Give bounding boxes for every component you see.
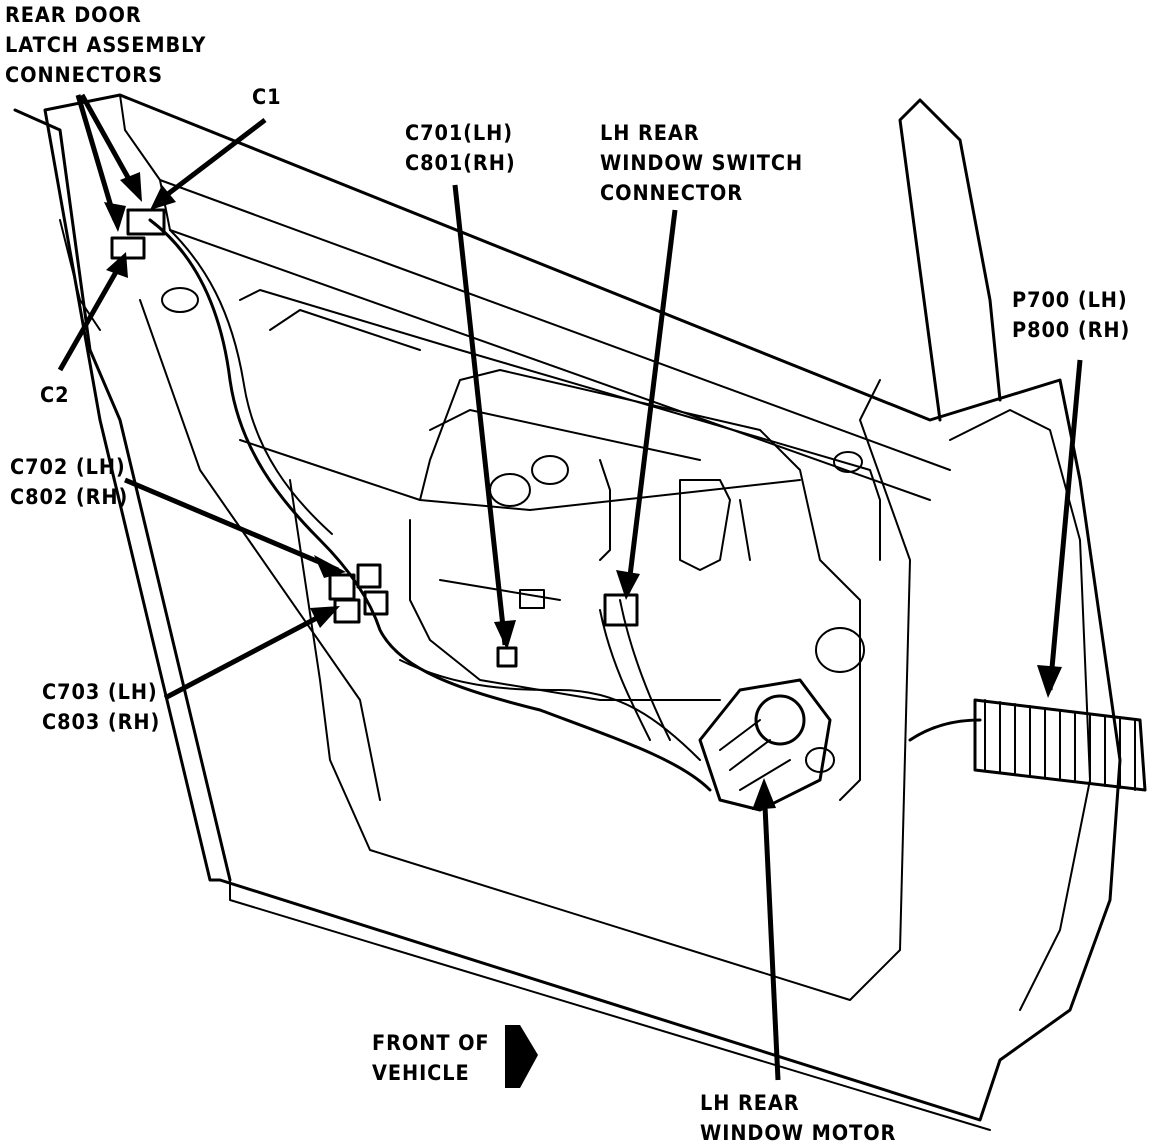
connector-blocks: [110, 208, 639, 668]
label-c1: C1: [252, 82, 281, 112]
label-p700-line-2: P800 (RH): [1012, 318, 1131, 342]
arrow-c2: [57, 263, 123, 372]
label-latch-line-3: CONNECTORS: [5, 63, 163, 87]
label-front-line-1: FRONT OF: [372, 1031, 490, 1055]
label-c703-line-1: C703 (LH): [42, 680, 158, 704]
arrow-p700: [1047, 359, 1083, 691]
label-latch-line-1: REAR DOOR: [5, 3, 142, 27]
label-front-line-2: VEHICLE: [372, 1061, 470, 1085]
wire-harness: [148, 218, 982, 792]
label-switch-line-2: WINDOW SWITCH: [600, 151, 804, 175]
label-p700-line-1: P700 (LH): [1012, 288, 1128, 312]
label-c701-line-2: C801(RH): [405, 151, 516, 175]
label-c702-line-1: C702 (LH): [10, 455, 126, 479]
label-c703: C703 (LH) C803 (RH): [42, 677, 160, 737]
arrow-c1: [158, 118, 267, 202]
label-c702: C702 (LH) C802 (RH): [10, 452, 128, 512]
arrow-c703: [163, 607, 334, 701]
label-c1-text: C1: [252, 85, 282, 109]
label-c2: C2: [40, 380, 69, 410]
label-c701-line-1: C701(LH): [405, 121, 514, 145]
label-latch-line-2: LATCH ASSEMBLY: [5, 33, 207, 57]
arrow-c702: [124, 477, 339, 573]
label-switch-connector: LH REAR WINDOW SWITCH CONNECTOR: [600, 118, 803, 208]
label-p700: P700 (LH) P800 (RH): [1012, 285, 1130, 345]
label-motor-line-1: LH REAR: [700, 1091, 800, 1115]
front-direction-arrow: [505, 1025, 538, 1088]
arrow-switch-connector: [625, 209, 678, 593]
arrow-window-motor: [761, 784, 781, 1081]
grommet-boot: [973, 698, 1147, 792]
label-c702-line-2: C802 (RH): [10, 485, 129, 509]
arrow-c701: [452, 184, 508, 646]
label-motor-line-2: WINDOW MOTOR: [700, 1121, 897, 1145]
inner-panel: [161, 287, 881, 801]
label-latch-connectors: REAR DOOR LATCH ASSEMBLY CONNECTORS: [5, 0, 206, 90]
label-c703-line-2: C803 (RH): [42, 710, 161, 734]
label-window-motor: LH REAR WINDOW MOTOR: [700, 1088, 896, 1148]
arrow-latch-1: [75, 94, 118, 221]
label-switch-line-1: LH REAR: [600, 121, 700, 145]
arrow-latch-2: [79, 93, 138, 192]
label-c701: C701(LH) C801(RH): [405, 118, 516, 178]
label-c2-text: C2: [40, 383, 70, 407]
label-front-of-vehicle: FRONT OF VEHICLE: [372, 1028, 490, 1088]
label-switch-line-3: CONNECTOR: [600, 181, 744, 205]
window-motor: [698, 678, 832, 812]
leader-arrows: [57, 93, 1083, 1088]
